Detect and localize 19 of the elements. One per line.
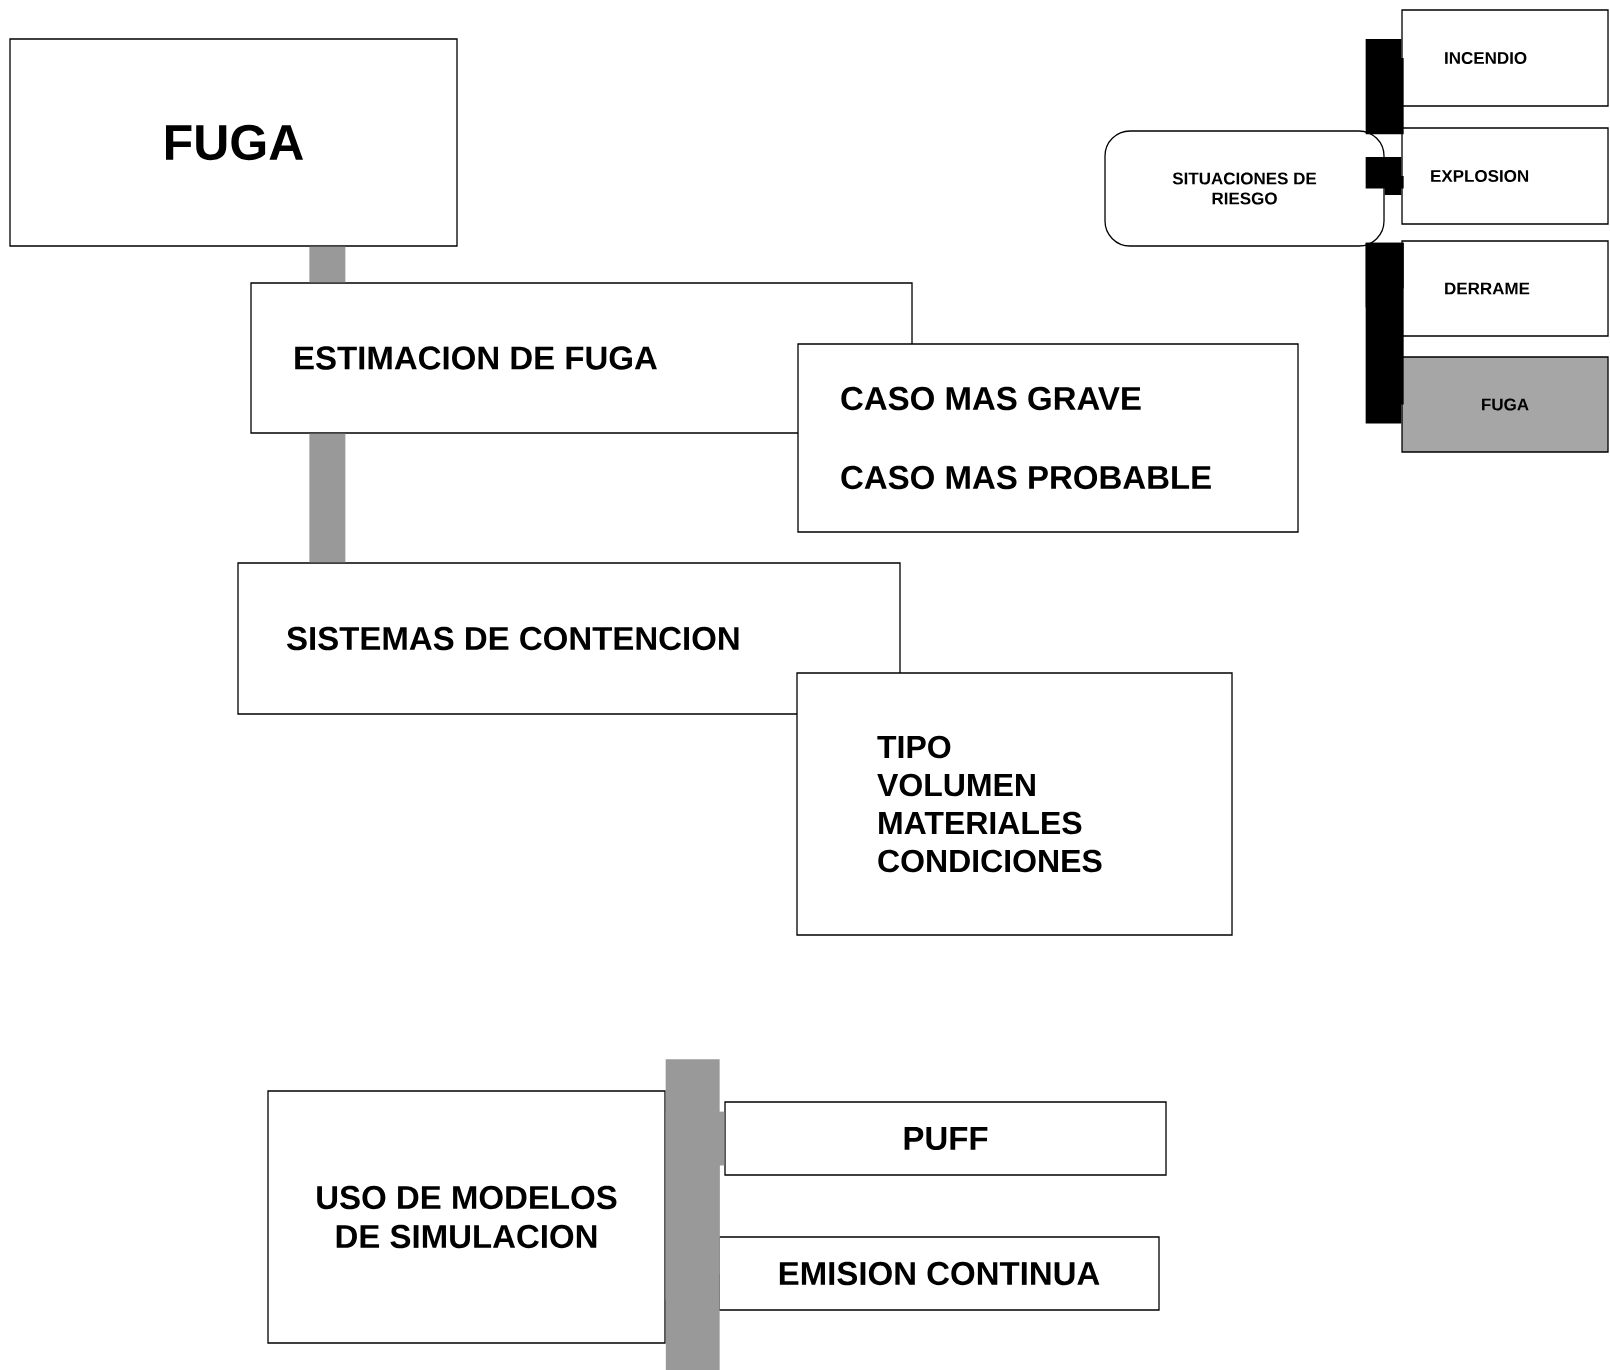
category-box: FUGA: [1401, 356, 1609, 453]
heading-box: FUGA: [9, 38, 458, 247]
detail-box: CASO MAS GRAVE CASO MAS PROBABLE: [797, 343, 1299, 533]
connector-bar: [1365, 157, 1404, 195]
category-box: INCENDIO: [1401, 9, 1609, 107]
process-box: USO DE MODELOS DE SIMULACION: [267, 1090, 666, 1344]
connector-bar: [1365, 242, 1404, 424]
detail-box: TIPO VOLUMEN MATERIALES CONDICIONES: [796, 672, 1233, 936]
connector-bar: [665, 1111, 725, 1370]
option-box: PUFF: [724, 1101, 1167, 1176]
category-box: DERRAME: [1401, 240, 1609, 337]
rounded-box: SITUACIONES DE RIESGO: [1104, 130, 1385, 247]
connector-bar: [309, 433, 346, 563]
process-box: SISTEMAS DE CONTENCION: [237, 562, 901, 715]
connector-bar: [309, 246, 346, 283]
category-box: EXPLOSION: [1401, 127, 1609, 225]
option-box: EMISION CONTINUA: [718, 1236, 1160, 1311]
connector-bar: [1365, 39, 1404, 135]
connector-bar: [665, 1059, 720, 1301]
